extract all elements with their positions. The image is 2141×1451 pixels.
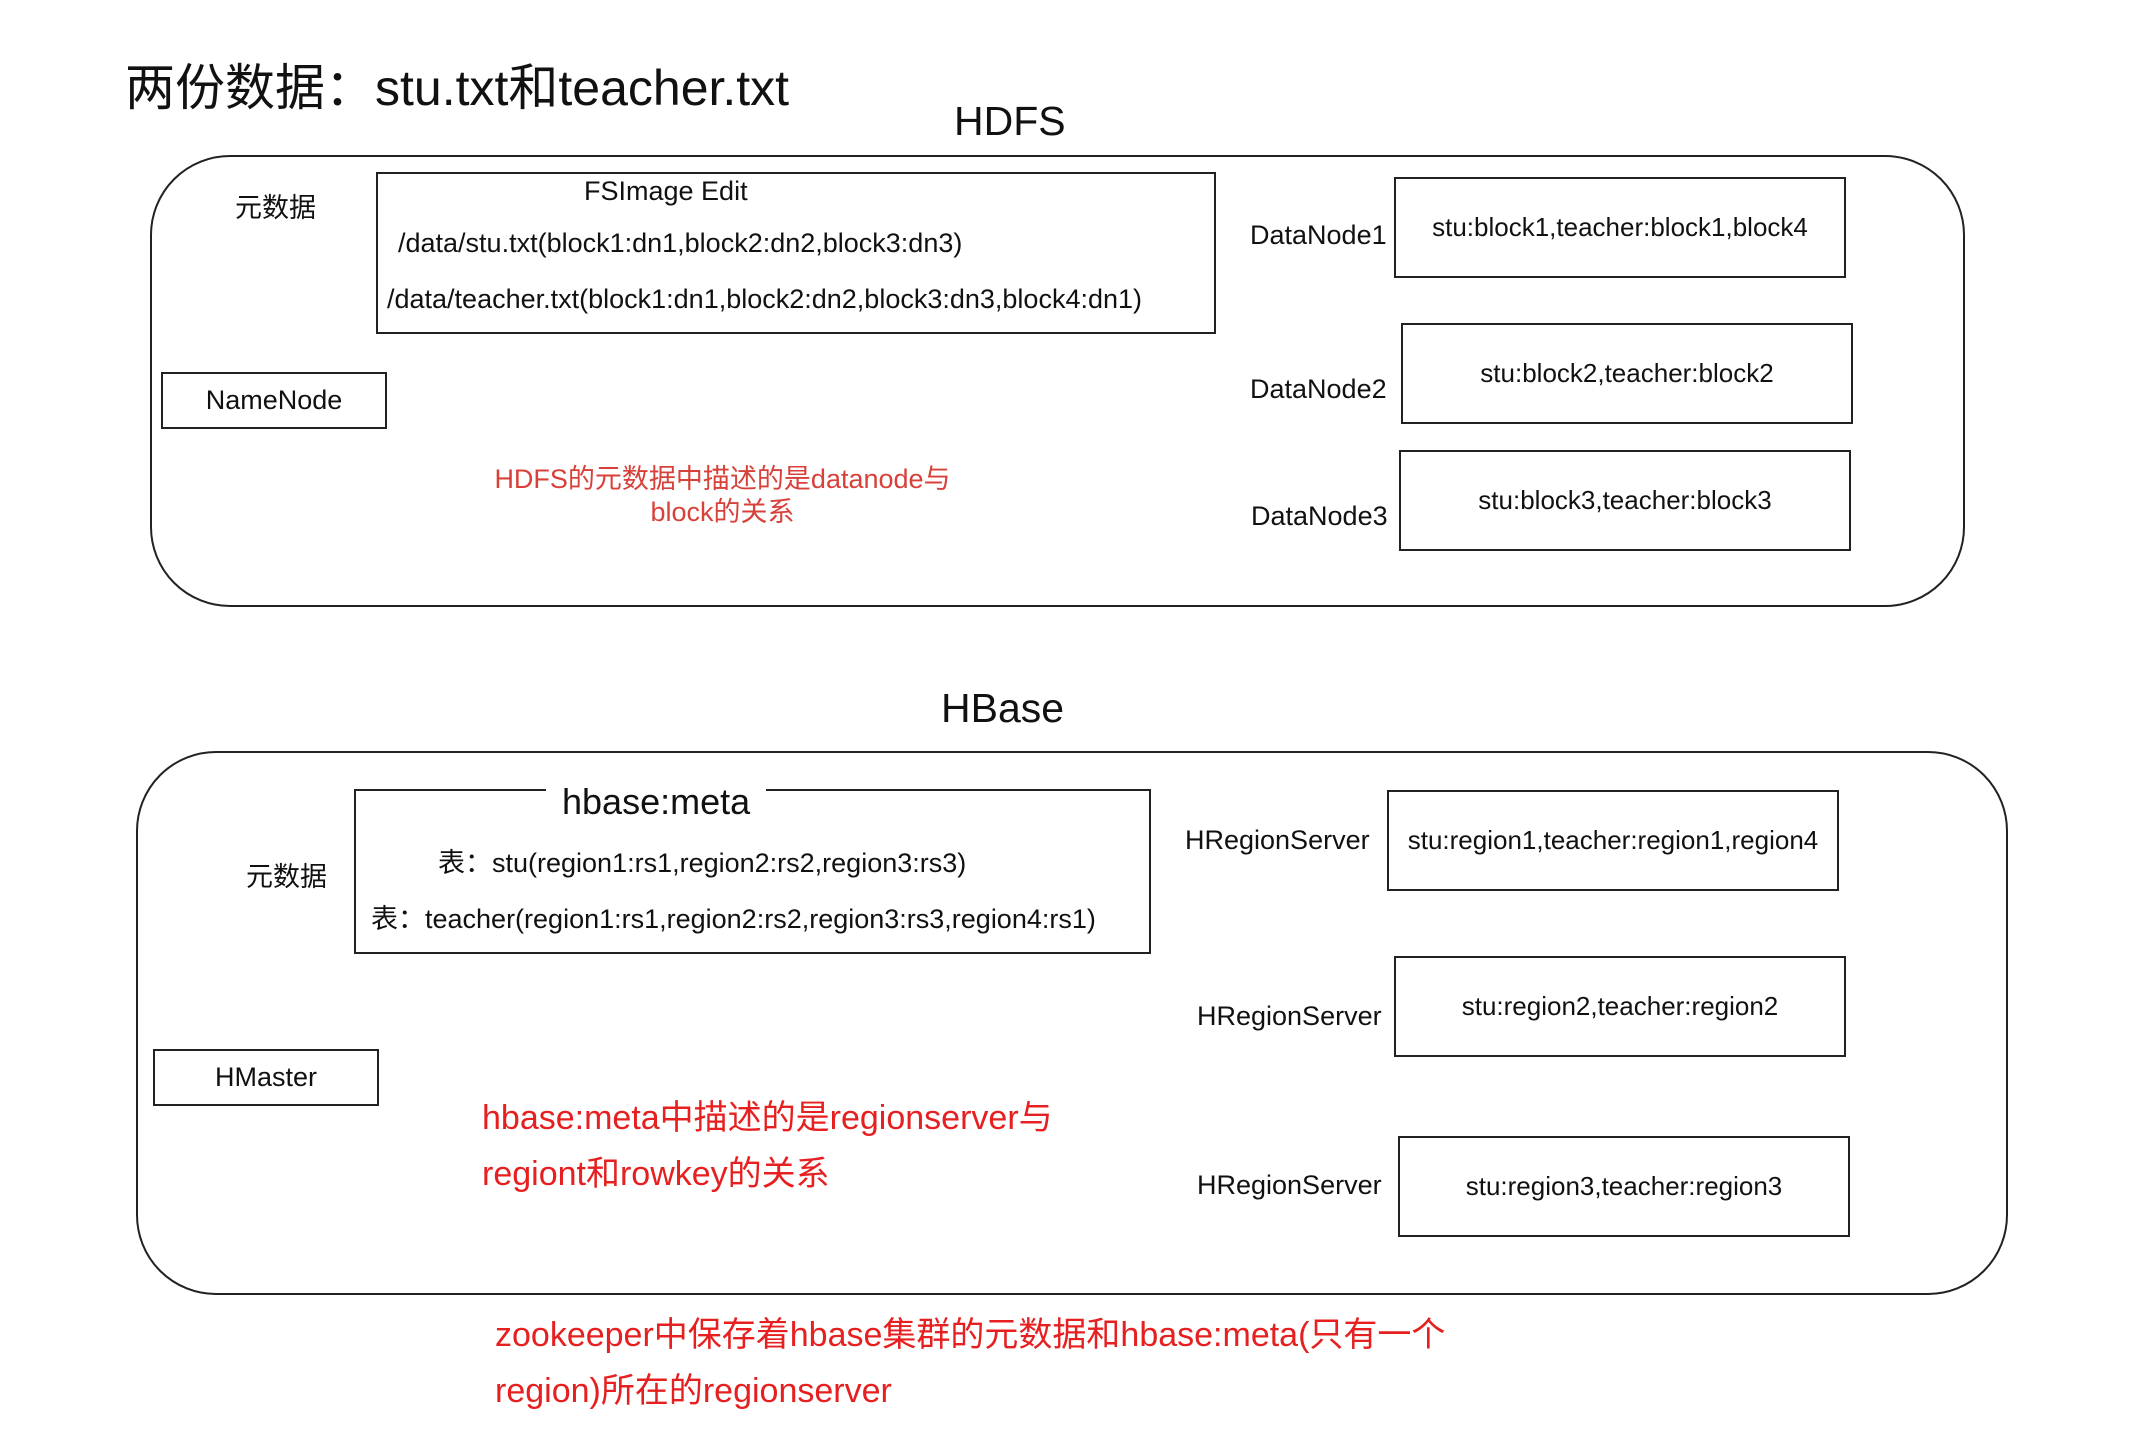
namenode-box: NameNode	[161, 372, 387, 429]
hbase-metadata-label: 元数据	[246, 862, 327, 892]
regionserver3-box: stu:region3,teacher:region3	[1398, 1136, 1850, 1237]
hdfs-note: HDFS的元数据中描述的是datanode与 block的关系	[400, 463, 1045, 529]
fsimage-line-teacher: /data/teacher.txt(block1:dn1,block2:dn2,…	[387, 284, 1142, 314]
zookeeper-note-line1: zookeeper中保存着hbase集群的元数据和hbase:meta(只有一个	[495, 1316, 1446, 1354]
regionserver3-content: stu:region3,teacher:region3	[1465, 1171, 1783, 1201]
datanode3-box: stu:block3,teacher:block3	[1399, 450, 1851, 551]
regionserver1-box: stu:region1,teacher:region1,region4	[1387, 790, 1839, 891]
fsimage-header: FSImage Edit	[584, 176, 748, 206]
hbase-meta-box: hbase:meta 表：stu(region1:rs1,region2:rs2…	[354, 781, 1151, 954]
regionserver1-label: HRegionServer	[1185, 825, 1370, 855]
meta-line-teacher: 表：teacher(region1:rs1,region2:rs2,region…	[371, 904, 1096, 934]
zookeeper-note: zookeeper中保存着hbase集群的元数据和hbase:meta(只有一个…	[495, 1307, 1445, 1419]
datanode1-label: DataNode1	[1250, 220, 1387, 250]
hdfs-title: HDFS	[954, 98, 1066, 144]
namenode-label: NameNode	[205, 385, 343, 415]
datanode1-content: stu:block1,teacher:block1,block4	[1432, 212, 1808, 242]
hbase-title: HBase	[941, 685, 1065, 731]
hbase-note: hbase:meta中描述的是regionserver与 regiont和row…	[482, 1090, 1053, 1202]
datanode3-label: DataNode3	[1251, 501, 1388, 531]
regionserver2-label: HRegionServer	[1197, 1001, 1382, 1031]
hbase-meta-header: hbase:meta	[546, 781, 767, 823]
regionserver3-label: HRegionServer	[1197, 1170, 1382, 1200]
hbase-note-line2: regiont和rowkey的关系	[482, 1155, 830, 1193]
hbase-note-line1: hbase:meta中描述的是regionserver与	[482, 1099, 1053, 1137]
regionserver1-content: stu:region1,teacher:region1,region4	[1407, 825, 1819, 855]
datanode2-content: stu:block2,teacher:block2	[1480, 358, 1774, 388]
hdfs-note-line2: block的关系	[650, 497, 795, 527]
page-title: 两份数据：stu.txt和teacher.txt	[125, 60, 790, 116]
datanode2-box: stu:block2,teacher:block2	[1401, 323, 1853, 424]
meta-line-stu: 表：stu(region1:rs1,region2:rs2,region3:rs…	[438, 848, 967, 878]
regionserver2-content: stu:region2,teacher:region2	[1461, 991, 1779, 1021]
hdfs-note-line1: HDFS的元数据中描述的是datanode与	[494, 464, 951, 494]
datanode2-label: DataNode2	[1250, 374, 1387, 404]
datanode1-box: stu:block1,teacher:block1,block4	[1394, 177, 1846, 278]
hmaster-label: HMaster	[214, 1062, 317, 1092]
fsimage-line-stu: /data/stu.txt(block1:dn1,block2:dn2,bloc…	[398, 228, 963, 258]
fsimage-box: FSImage Edit /data/stu.txt(block1:dn1,bl…	[376, 172, 1216, 334]
zookeeper-note-line2: region)所在的regionserver	[495, 1372, 892, 1410]
hdfs-container	[150, 155, 1965, 607]
regionserver2-box: stu:region2,teacher:region2	[1394, 956, 1846, 1057]
hmaster-box: HMaster	[153, 1049, 379, 1106]
hdfs-metadata-label: 元数据	[235, 193, 316, 223]
hbase-container	[136, 751, 2008, 1295]
datanode3-content: stu:block3,teacher:block3	[1478, 485, 1772, 515]
